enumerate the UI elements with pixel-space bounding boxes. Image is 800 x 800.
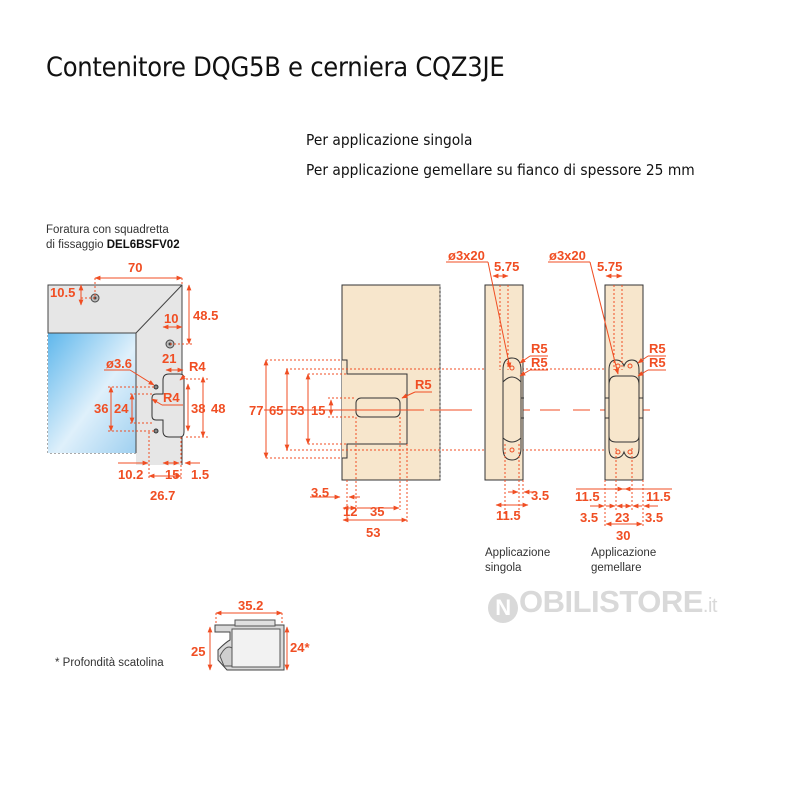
dim-r5-slot: R5 bbox=[415, 377, 432, 392]
dim-15-side: 15 bbox=[311, 403, 325, 418]
dim-3-5-left: 3.5 bbox=[580, 510, 598, 525]
dim-35: 35 bbox=[370, 504, 384, 519]
twin-application-view: ø3x20 5.75 R5 R5 11.5 11.5 3.5 23 3.5 30 bbox=[548, 248, 672, 543]
dim-screw-twin: ø3x20 bbox=[549, 248, 586, 263]
single-application-label: Applicazione singola bbox=[485, 547, 551, 574]
dim-77: 77 bbox=[249, 403, 263, 418]
dim-38: 38 bbox=[191, 401, 205, 416]
subtitle-single: Per applicazione singola bbox=[306, 131, 473, 149]
dim-36: 36 bbox=[94, 401, 108, 416]
dim-3-5-right: 3.5 bbox=[645, 510, 663, 525]
dim-65: 65 bbox=[269, 403, 283, 418]
dim-10-2: 10.2 bbox=[118, 467, 143, 482]
dim-r5-bottom-twin: R5 bbox=[649, 355, 666, 370]
dim-24-depth: 24* bbox=[290, 640, 310, 655]
dim-10-5: 10.5 bbox=[50, 285, 75, 300]
dim-26-7: 26.7 bbox=[150, 488, 175, 503]
dim-r5-top-single: R5 bbox=[531, 341, 548, 356]
dim-r4-top: R4 bbox=[189, 359, 206, 374]
dim-23: 23 bbox=[615, 510, 629, 525]
dim-11-5-single: 11.5 bbox=[496, 508, 521, 523]
dim-48: 48 bbox=[211, 401, 225, 416]
dim-1-5: 1.5 bbox=[191, 467, 209, 482]
profile-note: * Profondità scatolina bbox=[55, 657, 164, 669]
dim-48-5: 48.5 bbox=[193, 308, 218, 323]
dim-70: 70 bbox=[128, 260, 142, 275]
dim-r5-bottom-single: R5 bbox=[531, 355, 548, 370]
dim-5-75-single: 5.75 bbox=[494, 259, 519, 274]
dim-25: 25 bbox=[191, 644, 205, 659]
dim-11-5-right: 11.5 bbox=[646, 489, 671, 504]
dim-35-2: 35.2 bbox=[238, 598, 263, 613]
dim-24: 24 bbox=[114, 401, 129, 416]
page-title: Contenitore DQG5B e cerniera CQZ3JE bbox=[46, 52, 505, 83]
drilling-caption-line1: Foratura con squadretta bbox=[46, 224, 169, 236]
dim-3-5-single: 3.5 bbox=[531, 488, 549, 503]
drilling-caption: Foratura con squadretta di fissaggio DEL… bbox=[46, 223, 180, 253]
dim-15: 15 bbox=[165, 467, 179, 482]
dim-hole-diameter: ø3.6 bbox=[106, 356, 132, 371]
dim-3-5-side: 3.5 bbox=[311, 485, 329, 500]
logo-n-icon: N bbox=[488, 593, 518, 623]
dim-10: 10 bbox=[164, 311, 178, 326]
side-view: 77 65 53 15 R5 3.5 12 35 53 bbox=[249, 284, 650, 540]
dim-screw-single: ø3x20 bbox=[448, 248, 485, 263]
drilling-panel: 70 10.5 48.5 10 21 ø3.6 R4 R4 36 24 38 4… bbox=[47, 260, 225, 503]
twin-application-label: Applicazione gemellare bbox=[591, 547, 657, 574]
box-profile: 35.2 25 24* bbox=[191, 598, 310, 671]
dim-53: 53 bbox=[290, 403, 304, 418]
dim-11-5-left: 11.5 bbox=[575, 489, 600, 504]
dim-12: 12 bbox=[343, 504, 357, 519]
dim-30: 30 bbox=[616, 528, 630, 543]
subtitle-twin: Per applicazione gemellare su fianco di … bbox=[306, 161, 695, 179]
drilling-caption-line2: di fissaggio DEL6BSFV02 bbox=[46, 239, 180, 251]
dim-21: 21 bbox=[162, 351, 176, 366]
dim-53-bottom: 53 bbox=[366, 525, 380, 540]
dim-r4-inner: R4 bbox=[163, 390, 180, 405]
dim-r5-top-twin: R5 bbox=[649, 341, 666, 356]
single-application-view: ø3x20 5.75 R5 R5 3.5 11.5 bbox=[446, 248, 549, 523]
dim-5-75-twin: 5.75 bbox=[597, 259, 622, 274]
bracket-code: DEL6BSFV02 bbox=[106, 239, 180, 251]
